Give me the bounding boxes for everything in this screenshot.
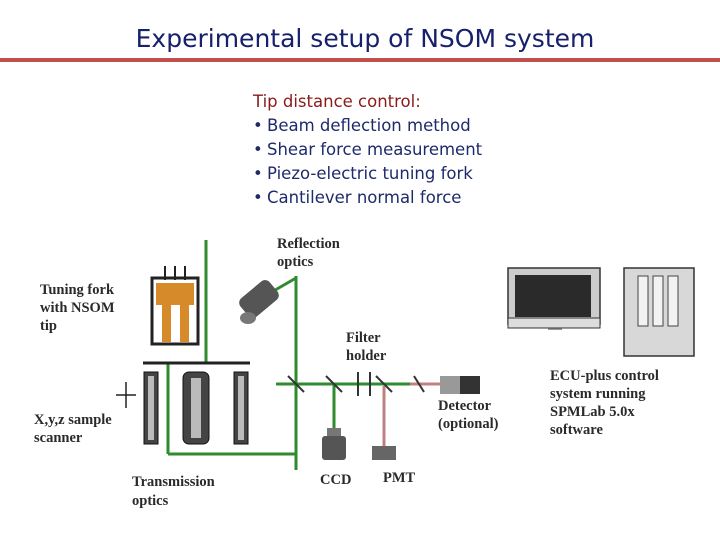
ecu-label: ECU-plus control [550,368,659,384]
transmission-optics-label: Transmission [132,474,215,490]
bullet-marker: • [253,164,263,183]
tuning-fork-label: with NSOM [40,300,115,316]
filter-holder-icon [287,372,425,396]
tuning-fork-label: tip [40,318,57,334]
list-heading: Tip distance control: [253,92,421,111]
pmt-label: PMT [383,470,416,486]
list-item-text: Beam deflection method [267,116,471,135]
bullet-marker: • [253,116,263,135]
title-divider [0,58,720,62]
list-item-text: Cantilever normal force [267,188,462,207]
page-title: Experimental setup of NSOM system [135,24,595,53]
list-item: •Piezo-electric tuning fork [253,162,482,186]
ecu-label: system running [550,386,646,402]
xyz-scanner-label: X,y,z sample [34,412,112,428]
reflection-optics-label: optics [277,254,314,270]
list-item: •Beam deflection method [253,114,482,138]
bullet-marker: • [253,188,263,207]
pmt-icon [372,446,396,460]
transmission-optics-label: optics [132,493,169,509]
tuning-fork-label: Tuning fork [40,282,115,298]
bullet-marker: • [253,140,263,159]
tip-distance-list: Tip distance control: •Beam deflection m… [253,90,482,210]
list-item-text: Shear force measurement [267,140,483,159]
detector-icon [440,376,480,394]
detector-label: (optional) [438,416,499,432]
list-item: •Shear force measurement [253,138,482,162]
reflection-optics-label: Reflection [277,236,340,252]
xyz-scanner-label: scanner [34,430,83,446]
ecu-label: SPMLab 5.0x [550,404,635,420]
list-item: •Cantilever normal force [253,186,482,210]
computer-icon [507,267,695,357]
ecu-label: software [550,422,603,438]
filter-holder-label: Filter [346,330,381,346]
reflection-optics-icon [239,280,279,324]
ccd-label: CCD [320,472,351,488]
list-item-text: Piezo-electric tuning fork [267,164,473,183]
xyz-scanner-icon [116,361,250,445]
filter-holder-label: holder [346,348,387,364]
detector-label: Detector [438,398,492,414]
red-beam-path [382,382,440,446]
ccd-camera-icon [322,428,346,460]
tuning-fork-icon [150,266,200,346]
